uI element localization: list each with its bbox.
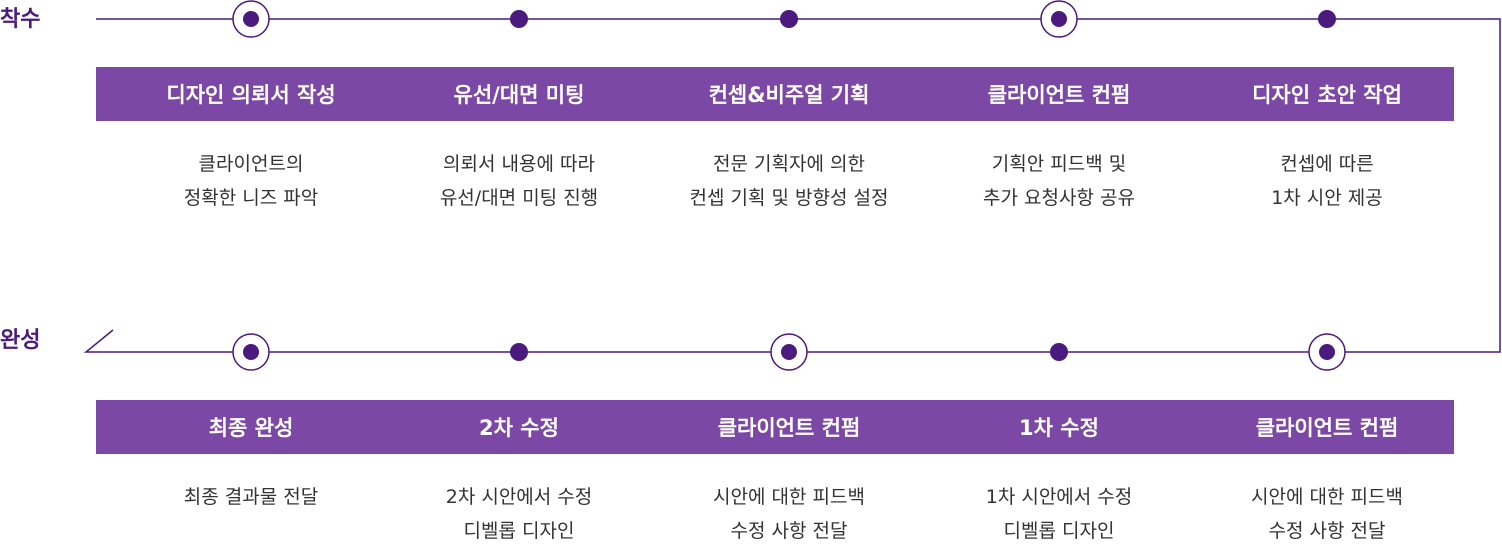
row1-step-1-line-2: 정확한 니즈 파악 bbox=[183, 187, 319, 209]
row1-step-4-desc: 기획안 피드백 및 추가 요청사항 공유 bbox=[924, 147, 1194, 215]
row1-step-3-line-1: 전문 기획자에 의한 bbox=[713, 153, 865, 175]
row1-step-4-title: 클라이언트 컨펌 bbox=[987, 83, 1131, 107]
row2-step-1-line-1: 최종 결과물 전달 bbox=[183, 486, 319, 508]
row1-node-3-dot bbox=[780, 10, 798, 28]
row1-step-2-line-1: 의뢰서 내용에 따라 bbox=[443, 153, 595, 175]
end-label: 완성 bbox=[0, 328, 41, 353]
row2-step-4-line-1: 1차 시안에서 수정 bbox=[985, 486, 1133, 508]
row1-step-5-line-1: 컨셉에 따른 bbox=[1280, 153, 1374, 175]
row1-node-4-dot bbox=[1051, 11, 1067, 27]
row2-step-2-line-1: 2차 시안에서 수정 bbox=[445, 486, 593, 508]
row2-step-5-line-2: 수정 사항 전달 bbox=[1268, 520, 1386, 542]
row2-step-5-title: 클라이언트 컨펌 bbox=[1255, 416, 1399, 440]
row2-step-4-line-2: 디벨롭 디자인 bbox=[1003, 520, 1115, 542]
start-label: 착수 bbox=[0, 7, 41, 32]
row2-nodes bbox=[232, 333, 1346, 371]
row1-step-3-title: 컨셉&비주얼 기획 bbox=[708, 83, 870, 107]
row2-step-2-desc: 2차 시안에서 수정 디벨롭 디자인 bbox=[384, 480, 654, 548]
row1-step-2-desc: 의뢰서 내용에 따라 유선/대면 미팅 진행 bbox=[384, 147, 654, 215]
row1-step-3-desc: 전문 기획자에 의한 컨셉 기획 및 방향성 설정 bbox=[654, 147, 924, 215]
row1-title-bar: 디자인 의뢰서 작성 유선/대면 미팅 컨셉&비주얼 기획 클라이언트 컨펌 디… bbox=[96, 67, 1454, 121]
row1-nodes bbox=[232, 0, 1336, 38]
row2-step-5-desc: 시안에 대한 피드백 수정 사항 전달 bbox=[1192, 480, 1462, 548]
row1-step-5-line-2: 1차 시안 제공 bbox=[1271, 187, 1383, 209]
row1-step-4-line-1: 기획안 피드백 및 bbox=[991, 153, 1127, 175]
row2-step-3-line-2: 수정 사항 전달 bbox=[730, 520, 848, 542]
row2-step-4-desc: 1차 시안에서 수정 디벨롭 디자인 bbox=[924, 480, 1194, 548]
row1-step-3-line-2: 컨셉 기획 및 방향성 설정 bbox=[689, 187, 889, 209]
row2-node-2-dot bbox=[510, 343, 528, 361]
row1-step-1-line-1: 클라이언트의 bbox=[198, 153, 304, 175]
row2-node-1-dot bbox=[243, 344, 259, 360]
row2-step-3-line-1: 시안에 대한 피드백 bbox=[713, 486, 865, 508]
row2-node-4-dot bbox=[1050, 343, 1068, 361]
row1-node-5-dot bbox=[1318, 10, 1336, 28]
row2-node-5-dot bbox=[1319, 344, 1335, 360]
row2-node-3-dot bbox=[781, 344, 797, 360]
timeline-path bbox=[83, 18, 1501, 353]
row2-step-2-title: 2차 수정 bbox=[479, 416, 559, 440]
row2-step-4-title: 1차 수정 bbox=[1019, 416, 1099, 440]
row1-step-2-line-2: 유선/대면 미팅 진행 bbox=[439, 187, 599, 209]
row1-node-2-dot bbox=[510, 10, 528, 28]
row2-step-3-title: 클라이언트 컨펌 bbox=[717, 416, 861, 440]
row1-step-1-desc: 클라이언트의 정확한 니즈 파악 bbox=[116, 147, 386, 215]
row2-step-1-title: 최종 완성 bbox=[208, 416, 294, 440]
row2-step-5-line-1: 시안에 대한 피드백 bbox=[1251, 486, 1403, 508]
row1-step-5-desc: 컨셉에 따른 1차 시안 제공 bbox=[1192, 147, 1462, 215]
row2-step-1-desc: 최종 결과물 전달 bbox=[116, 480, 386, 514]
row1-step-4-line-2: 추가 요청사항 공유 bbox=[983, 187, 1135, 209]
row2-step-3-desc: 시안에 대한 피드백 수정 사항 전달 bbox=[654, 480, 924, 548]
row1-node-1-dot bbox=[243, 11, 259, 27]
row2-title-bar: 최종 완성 2차 수정 클라이언트 컨펌 1차 수정 클라이언트 컨펌 bbox=[96, 400, 1454, 454]
row1-step-1-title: 디자인 의뢰서 작성 bbox=[166, 83, 336, 107]
row1-step-5-title: 디자인 초안 작업 bbox=[1252, 83, 1402, 107]
row1-step-2-title: 유선/대면 미팅 bbox=[453, 83, 585, 107]
row2-step-2-line-2: 디벨롭 디자인 bbox=[463, 520, 575, 542]
